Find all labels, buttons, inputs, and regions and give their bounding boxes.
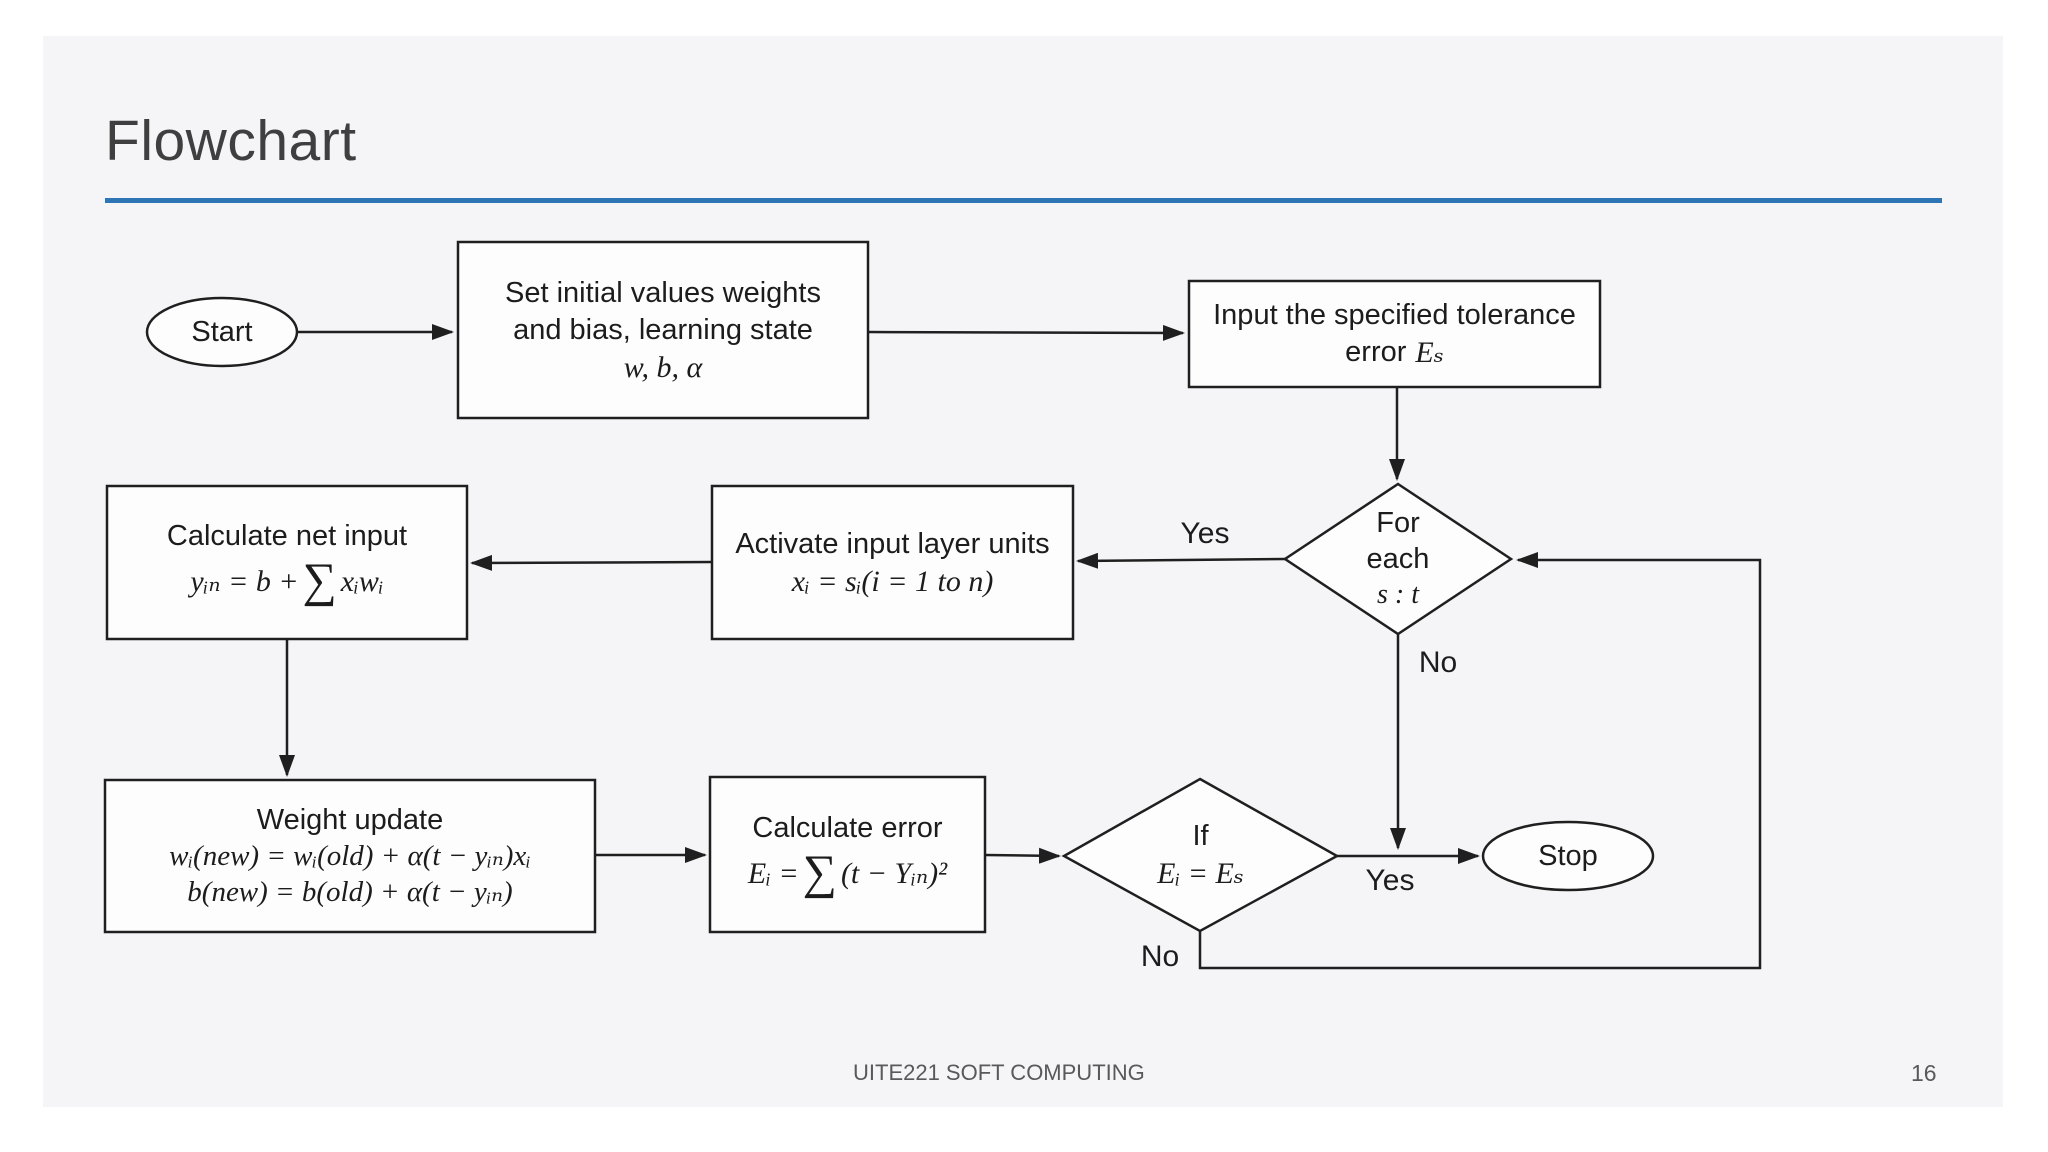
stop-terminator-label: Stop	[1538, 839, 1598, 872]
process-weight-update-shape	[103, 778, 597, 934]
process-input-tolerance-shape	[1187, 279, 1602, 389]
decision-for-each-shape	[1282, 482, 1514, 636]
calc-error-formula: Eᵢ = ∑ (t − Yᵢₙ)²	[748, 847, 947, 899]
page-title: Flowchart	[105, 109, 357, 173]
process-input-tolerance-text: Input the specified tolerance error Eₛ	[1189, 281, 1600, 387]
connector-calc-error-to-if-check	[984, 847, 1061, 864]
connector-set-initial-to-tolerance	[867, 324, 1185, 341]
if-check-math: Eᵢ = Eₛ	[1157, 857, 1244, 890]
activate-input-line1: Activate input layer units	[735, 527, 1050, 560]
page-number: 16	[1911, 1060, 1937, 1086]
input-tolerance-line2-math: Eₛ	[1415, 336, 1444, 369]
start-terminator-shape	[145, 296, 299, 368]
edge-label-yes-if: Yes	[1365, 864, 1415, 897]
start-terminator-label: Start	[191, 315, 253, 348]
calc-error-math-post: (t − Yᵢₙ)²	[840, 856, 948, 890]
decision-for-each-text: For each s : t	[1285, 484, 1511, 634]
net-input-line1: Calculate net input	[166, 520, 408, 552]
for-each-line1: For	[1376, 507, 1420, 539]
connector-for-each-yes-to-activate	[1076, 552, 1286, 569]
activate-input-math: xᵢ = sᵢ(i = 1 to n)	[791, 564, 994, 598]
calc-error-math-pre: Eᵢ =	[747, 856, 799, 890]
weight-update-line1: Weight update	[256, 804, 444, 836]
sigma-symbol: ∑	[802, 846, 837, 899]
process-weight-update-text: Weight update wᵢ(new) = wᵢ(old) + α(t − …	[105, 780, 595, 932]
connector-if-no-loop-back	[1198, 552, 1762, 970]
input-tolerance-line1: Input the specified tolerance	[1213, 299, 1576, 331]
process-activate-input-shape	[710, 484, 1075, 641]
weight-update-math1: wᵢ(new) = wᵢ(old) + α(t − yᵢₙ)xᵢ	[169, 840, 531, 872]
input-tolerance-line2: error Eₛ	[1345, 334, 1444, 371]
net-input-formula: yᵢₙ = b + ∑ xᵢwᵢ	[190, 555, 383, 607]
process-net-input-shape	[105, 484, 469, 641]
process-set-initial-shape	[456, 240, 870, 420]
net-input-math-pre: yᵢₙ = b +	[190, 564, 299, 598]
input-tolerance-line2-text: error	[1345, 336, 1407, 368]
process-calc-error-shape	[708, 775, 987, 934]
set-initial-line1: Set initial values weights	[505, 276, 821, 309]
edge-label-yes-for-each: Yes	[1180, 517, 1230, 550]
process-calc-error-text: Calculate error Eᵢ = ∑ (t − Yᵢₙ)²	[710, 777, 985, 932]
process-net-input-text: Calculate net input yᵢₙ = b + ∑ xᵢwᵢ	[107, 486, 467, 639]
for-each-math: s : t	[1377, 579, 1419, 610]
calc-error-line1: Calculate error	[752, 812, 943, 844]
footer-text: UITE221 SOFT COMPUTING	[853, 1060, 1145, 1085]
decision-if-check-shape	[1061, 777, 1340, 933]
for-each-line2: each	[1366, 543, 1430, 575]
set-initial-line2: and bias, learning state	[513, 313, 813, 346]
if-check-line1: If	[1192, 820, 1209, 852]
edge-label-no-for-each: No	[1418, 646, 1458, 679]
net-input-math-post: xᵢwᵢ	[340, 564, 384, 598]
process-set-initial-text: Set initial values weights and bias, lea…	[458, 242, 868, 418]
weight-update-math2: b(new) = b(old) + α(t − yᵢₙ)	[187, 876, 513, 908]
connector-activate-to-net-input	[470, 554, 713, 571]
process-activate-input-text: Activate input layer units xᵢ = sᵢ(i = 1…	[712, 486, 1073, 639]
set-initial-math: w, b, α	[623, 350, 703, 384]
sigma-symbol: ∑	[302, 554, 337, 607]
title-underline	[105, 198, 1942, 203]
decision-if-check-text: If Eᵢ = Eₛ	[1064, 779, 1337, 931]
edge-label-no-if: No	[1140, 940, 1180, 973]
stop-terminator-shape	[1481, 820, 1655, 892]
